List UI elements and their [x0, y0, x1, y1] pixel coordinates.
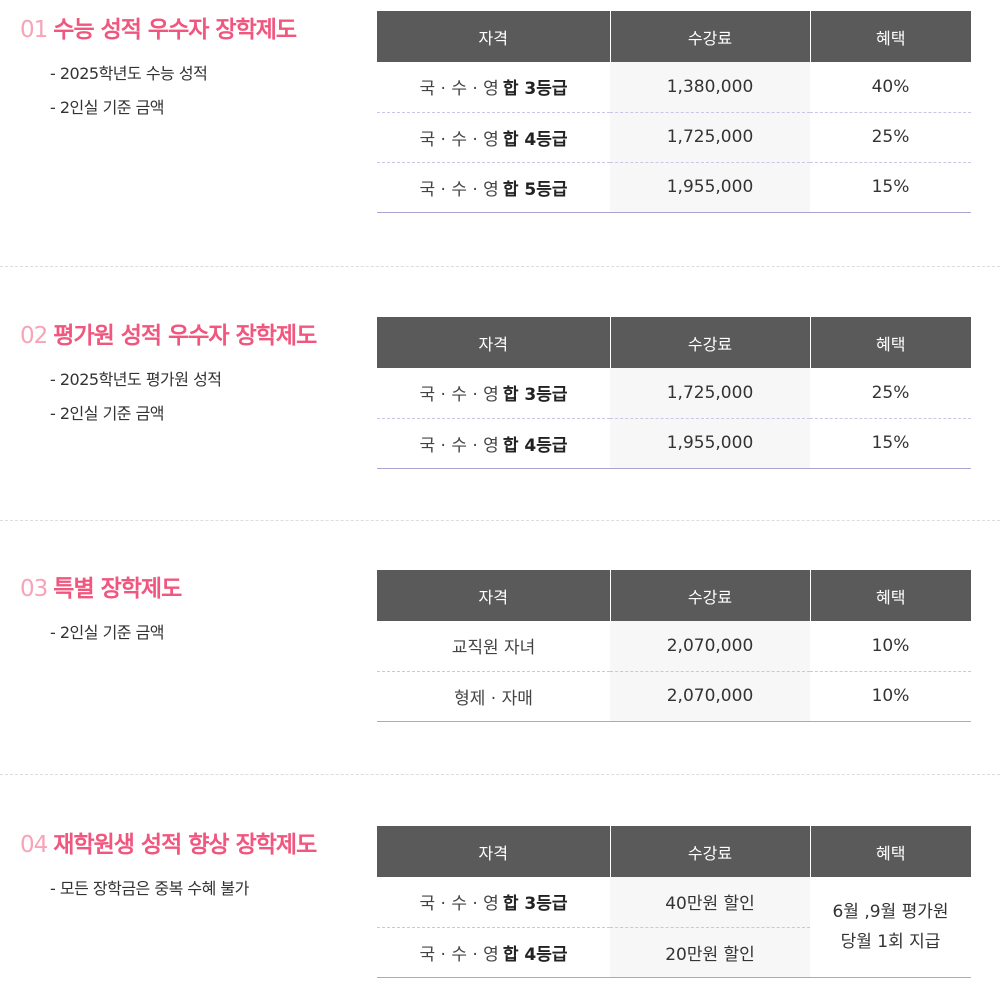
fee-cell: 1,955,000 — [610, 418, 810, 469]
section-number: 04 — [20, 832, 48, 858]
header-qualification: 자격 — [377, 11, 610, 62]
qualification-cell: 형제 · 자매 — [377, 671, 610, 722]
benefit-line: 6월 ,9월 평가원 — [832, 901, 949, 922]
qualification-cell: 교직원 자녀 — [377, 621, 610, 672]
benefit-cell: 10% — [810, 621, 971, 672]
table-header-row: 자격 수강료 혜택 — [377, 317, 971, 368]
section-title-text: 수능 성적 우수자 장학제도 — [53, 17, 297, 43]
subjects-text: 국 · 수 · 영 — [419, 129, 499, 150]
section-title-text: 평가원 성적 우수자 장학제도 — [53, 323, 317, 349]
subjects-text: 형제 · 자매 — [454, 688, 533, 709]
benefit-cell: 25% — [810, 112, 971, 163]
scholarship-table: 자격 수강료 혜택 교직원 자녀 2,070,000 10% 형제 · 자매 2… — [377, 570, 971, 722]
section-divider — [0, 520, 1000, 521]
section-divider — [0, 774, 1000, 775]
section-number: 03 — [20, 576, 48, 602]
header-fee: 수강료 — [609, 11, 810, 62]
table-row: 형제 · 자매 2,070,000 10% — [377, 671, 971, 722]
header-fee: 수강료 — [609, 826, 810, 877]
fee-cell: 1,955,000 — [610, 162, 810, 213]
table-header-row: 자격 수강료 혜택 — [377, 826, 971, 877]
header-benefit: 혜택 — [809, 317, 971, 368]
grade-text: 합 4등급 — [502, 129, 568, 150]
table-header-row: 자격 수강료 혜택 — [377, 11, 971, 62]
grade-text: 합 5등급 — [502, 179, 568, 200]
benefit-cell: 15% — [810, 418, 971, 469]
grade-text: 합 4등급 — [502, 435, 568, 456]
fee-cell: 2,070,000 — [610, 671, 810, 722]
subjects-text: 국 · 수 · 영 — [419, 944, 499, 965]
header-qualification: 자격 — [377, 317, 610, 368]
table-row: 교직원 자녀 2,070,000 10% — [377, 621, 971, 672]
section-notes: - 2인실 기준 금액 — [50, 621, 165, 655]
grade-text: 합 3등급 — [502, 385, 568, 406]
benefit-cell: 6월 ,9월 평가원 당월 1회 지급 — [810, 877, 971, 978]
note-item: - 2025학년도 평가원 성적 — [50, 370, 222, 389]
table-header-row: 자격 수강료 혜택 — [377, 570, 971, 621]
header-fee: 수강료 — [609, 317, 810, 368]
fee-cell: 1,725,000 — [610, 112, 810, 163]
section-notes: - 2025학년도 평가원 성적 - 2인실 기준 금액 — [50, 368, 222, 436]
grade-text: 합 3등급 — [502, 894, 568, 915]
subjects-text: 국 · 수 · 영 — [419, 179, 499, 200]
fee-cell: 1,725,000 — [610, 368, 810, 419]
subjects-text: 국 · 수 · 영 — [419, 435, 499, 456]
header-qualification: 자격 — [377, 570, 610, 621]
note-item: - 모든 장학금은 중복 수혜 불가 — [50, 879, 249, 898]
subjects-text: 교직원 자녀 — [451, 638, 536, 659]
fee-cell: 40만원 할인 — [610, 877, 810, 928]
header-qualification: 자격 — [377, 826, 610, 877]
benefit-cell: 10% — [810, 671, 971, 722]
fee-cell: 20만원 할인 — [610, 927, 810, 978]
subjects-text: 국 · 수 · 영 — [419, 79, 499, 100]
fee-cell: 2,070,000 — [610, 621, 810, 672]
section-number: 02 — [20, 323, 48, 349]
benefit-cell: 40% — [810, 62, 971, 113]
header-fee: 수강료 — [609, 570, 810, 621]
header-benefit: 혜택 — [809, 11, 971, 62]
section-notes: - 모든 장학금은 중복 수혜 불가 — [50, 877, 249, 911]
note-item: - 2025학년도 수능 성적 — [50, 64, 208, 83]
subjects-text: 국 · 수 · 영 — [419, 894, 499, 915]
note-item: - 2인실 기준 금액 — [50, 404, 165, 423]
header-benefit: 혜택 — [809, 570, 971, 621]
grade-text: 합 4등급 — [502, 944, 568, 965]
benefit-cell: 25% — [810, 368, 971, 419]
subjects-text: 국 · 수 · 영 — [419, 385, 499, 406]
note-item: - 2인실 기준 금액 — [50, 98, 165, 117]
header-benefit: 혜택 — [809, 826, 971, 877]
section-divider — [0, 266, 1000, 267]
section-notes: - 2025학년도 수능 성적 - 2인실 기준 금액 — [50, 62, 208, 130]
benefit-line: 당월 1회 지급 — [840, 931, 941, 952]
benefit-cell: 15% — [810, 162, 971, 213]
section-number: 01 — [20, 17, 48, 43]
grade-text: 합 3등급 — [502, 79, 568, 100]
section-title-text: 특별 장학제도 — [53, 576, 182, 602]
note-item: - 2인실 기준 금액 — [50, 623, 165, 642]
section-title-text: 재학원생 성적 향상 장학제도 — [53, 832, 317, 858]
fee-cell: 1,380,000 — [610, 62, 810, 113]
